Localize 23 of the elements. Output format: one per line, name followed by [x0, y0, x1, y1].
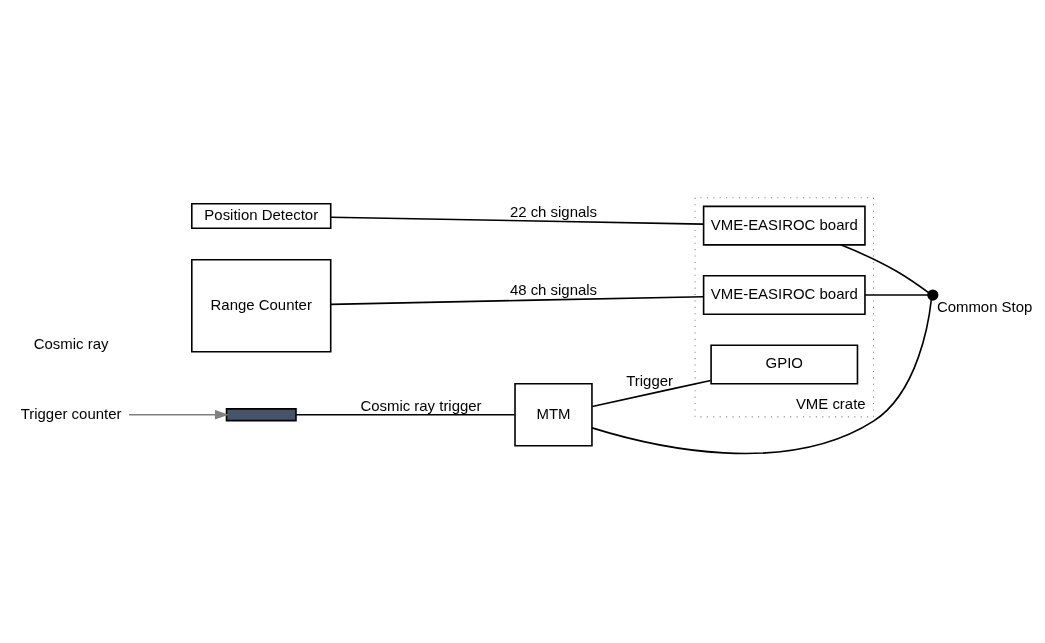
node-box: VME-EASIROC board: [702, 205, 866, 246]
node-box: Position Detector: [191, 202, 332, 230]
edge-label: Trigger: [626, 372, 674, 390]
connector: [295, 413, 516, 416]
edge-label: Cosmic ray trigger: [360, 396, 482, 414]
connector: [864, 294, 929, 296]
edge-label: 22 ch signals: [509, 203, 598, 221]
connector: [330, 216, 705, 225]
node-box: MTM: [514, 382, 593, 447]
connector: [591, 299, 933, 455]
edge-label: 48 ch signals: [509, 281, 598, 299]
node-bar: [225, 408, 297, 422]
connector: [591, 379, 712, 408]
node-text: Trigger counter: [20, 404, 122, 422]
label: Cosmic ray: [33, 335, 109, 353]
connector: [839, 244, 930, 294]
node-box: GPIO: [710, 344, 859, 385]
node-label: Common Stop: [936, 297, 1033, 315]
connector: [330, 295, 705, 306]
node-box: VME-EASIROC board: [702, 275, 866, 316]
node-box: Range Counter: [191, 259, 332, 353]
node-circle: [927, 289, 939, 301]
arrow: [128, 409, 229, 420]
